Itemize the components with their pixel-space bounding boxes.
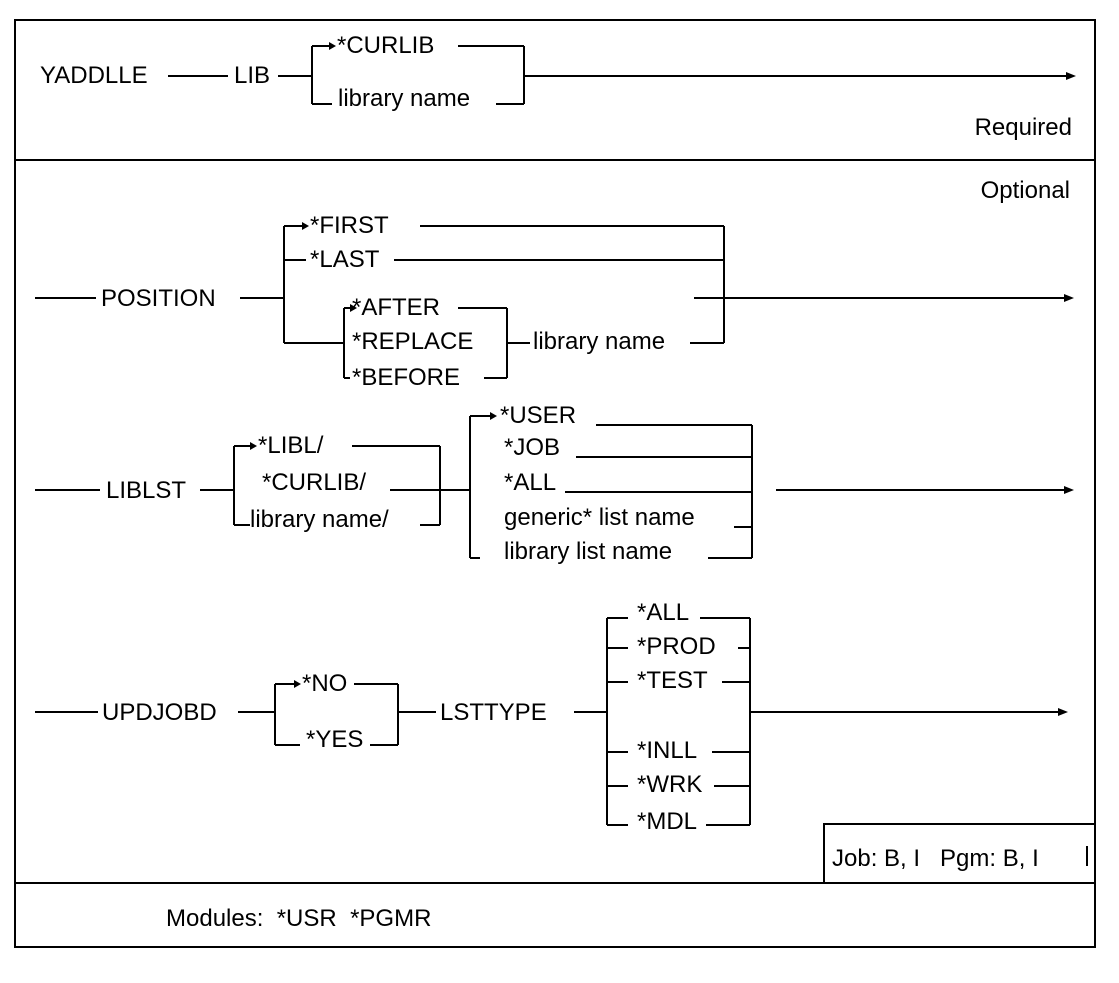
option-replace: *REPLACE	[352, 328, 473, 355]
required-row: YADDLLE LIB *CURLIB library name Require…	[40, 32, 1076, 141]
required-label: Required	[975, 114, 1072, 141]
lsttype-option-test: *TEST	[637, 667, 708, 694]
option-after: *AFTER	[352, 294, 440, 321]
lsttype-option-inll: *INLL	[637, 737, 697, 764]
option-curlib: *CURLIB	[337, 32, 434, 59]
option-curlib-slash: *CURLIB/	[262, 469, 366, 496]
outer-frame	[14, 19, 1096, 948]
option-generic-list-name: generic* list name	[504, 504, 695, 531]
option-before: *BEFORE	[352, 364, 460, 391]
lsttype-param: LSTTYPE	[440, 699, 547, 726]
option-all: *ALL	[504, 469, 556, 496]
option-library-name-slash: library name/	[250, 506, 389, 533]
job-pgm-box	[823, 823, 1096, 884]
updjobd-param: UPDJOBD	[102, 699, 217, 726]
option-libl: *LIBL/	[258, 432, 324, 459]
option-no: *NO	[302, 670, 347, 697]
option-last: *LAST	[310, 246, 380, 273]
position-library-name: library name	[533, 328, 665, 355]
lib-param: LIB	[234, 62, 270, 89]
option-job: *JOB	[504, 434, 560, 461]
updjobd-row: UPDJOBD *NO *YES LSTTYPE *ALL *PROD *TES…	[35, 599, 1068, 835]
option-user: *USER	[500, 402, 576, 429]
modules-note: Modules: *USR *PGMR	[166, 905, 431, 932]
lsttype-option-mdl: *MDL	[637, 808, 697, 835]
option-yes: *YES	[306, 726, 363, 753]
lsttype-option-wrk: *WRK	[637, 771, 702, 798]
option-first: *FIRST	[310, 212, 389, 239]
option-library-list-name: library list name	[504, 538, 672, 565]
liblst-row: LIBLST *LIBL/ *CURLIB/ library name/ *US…	[35, 402, 1074, 565]
command-name: YADDLLE	[40, 62, 148, 89]
optional-label: Optional	[981, 177, 1070, 204]
position-row: POSITION *FIRST *LAST *AFTER *REPLACE *B…	[35, 212, 1074, 391]
lsttype-option-all: *ALL	[637, 599, 689, 626]
position-param: POSITION	[101, 285, 216, 312]
job-pgm-note: Job: B, I Pgm: B, I	[832, 845, 1039, 872]
lsttype-option-prod: *PROD	[637, 633, 716, 660]
liblst-param: LIBLST	[106, 477, 186, 504]
option-library-name: library name	[338, 85, 470, 112]
